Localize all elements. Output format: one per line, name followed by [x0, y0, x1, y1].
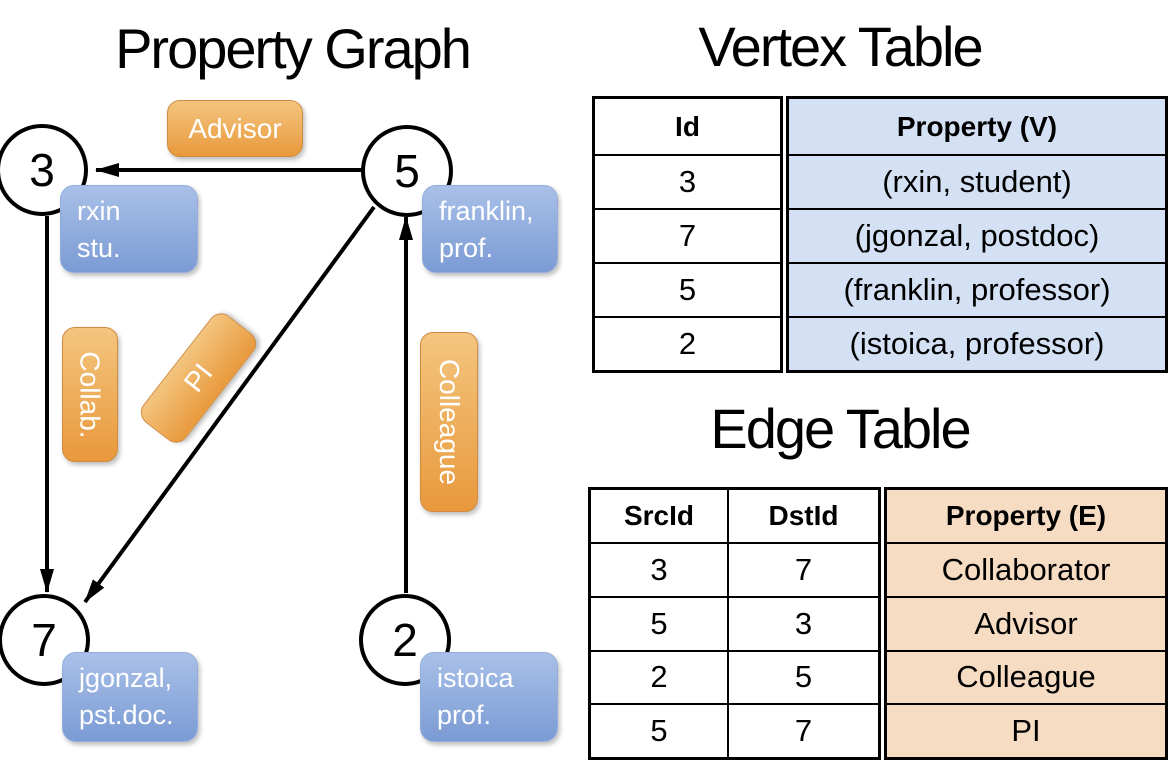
vertex-property-line: jgonzal,: [79, 663, 173, 693]
edge-label-pi-text: PI: [177, 357, 219, 398]
vertex-property-box-jgonzal: jgonzal, pst.doc.: [62, 652, 198, 742]
edge-table-cell-dstid: 3: [729, 595, 878, 650]
vertex-property-box-franklin: franklin, prof.: [422, 185, 558, 273]
vertex-node-2-id: 2: [392, 614, 418, 666]
edge-table-title: Edge Table: [710, 397, 971, 460]
vertex-table-cell-property: (istoica, professor): [789, 316, 1165, 370]
property-graph-panel: Property Graph 3 5 7 2 rxin stu. frankli…: [0, 17, 558, 742]
edge-table-id-columns: SrcId DstId 3 7 5 3 2 5 5 7: [588, 487, 881, 760]
vertex-property-line: prof.: [439, 233, 494, 263]
edge-table-cell-srcid: 5: [591, 595, 729, 650]
vertex-property-line: prof.: [437, 700, 492, 730]
vertex-property-box-rxin: rxin stu.: [60, 185, 198, 273]
vertex-node-3-id: 3: [29, 144, 55, 196]
edge-table-cell-dstid: 7: [729, 703, 878, 757]
vertex-property-box-istoica: istoica prof.: [420, 652, 558, 742]
edge-table-property-column: Property (E) Collaborator Advisor Collea…: [884, 487, 1168, 760]
vertex-property-line: rxin: [77, 196, 121, 226]
vertex-table-cell-property: (franklin, professor): [789, 262, 1165, 316]
edge-table-cell-srcid: 2: [591, 649, 729, 704]
vertex-table-cell-property: (jgonzal, postdoc): [789, 208, 1165, 262]
edge-table-cell-property: Collaborator: [887, 542, 1165, 596]
edge-table-cell-property: Advisor: [887, 595, 1165, 650]
edge-label-advisor: Advisor: [167, 100, 303, 157]
edge-table-header-property: Property (E): [887, 490, 1165, 542]
vertex-node-5-id: 5: [394, 145, 420, 197]
edge-label-collaborator: Collab.: [62, 327, 118, 462]
graph-edges: [40, 163, 413, 604]
edge-table-header-srcid: SrcId: [591, 490, 729, 542]
vertex-table-cell-property: (rxin, student): [789, 154, 1165, 208]
vertex-table-cell-id: 7: [595, 208, 780, 262]
edge-table-cell-property: Colleague: [887, 649, 1165, 704]
vertex-property-line: franklin,: [439, 196, 534, 226]
edge-table-cell-srcid: 5: [591, 703, 729, 757]
property-graph-title: Property Graph: [115, 17, 472, 80]
vertex-property-line: stu.: [77, 233, 121, 263]
edge-table-header-dstid: DstId: [768, 500, 839, 531]
edge-table-cell-property: PI: [887, 703, 1165, 757]
vertex-property-line: pst.doc.: [79, 700, 174, 730]
vertex-node-7-id: 7: [31, 614, 57, 666]
edge-table-cell-srcid: 3: [591, 542, 729, 596]
edge-label-colleague: Colleague: [420, 332, 478, 512]
edge-label-colleague-text: Colleague: [434, 358, 466, 486]
vertex-table-header-id: Id: [675, 110, 700, 142]
edge-label-collaborator-text: Collab.: [75, 350, 107, 439]
vertex-table-title: Vertex Table: [698, 15, 983, 78]
vertex-property-line: istoica: [437, 663, 514, 693]
edge-label-advisor-text: Advisor: [188, 112, 282, 144]
vertex-table-cell-id: 3: [595, 154, 780, 208]
vertex-table-header-property: Property (V): [789, 99, 1165, 154]
edge-table-cell-dstid: 5: [729, 649, 878, 704]
vertex-table-id-column: Id 3 7 5 2: [592, 96, 783, 373]
vertex-table-property-column: Property (V) (rxin, student) (jgonzal, p…: [786, 96, 1168, 373]
vertex-table-cell-id: 2: [595, 316, 780, 370]
edge-pi-5-to-7: [83, 205, 376, 604]
edge-table-cell-dstid: 7: [729, 542, 878, 596]
vertex-table-cell-id: 5: [595, 262, 780, 316]
